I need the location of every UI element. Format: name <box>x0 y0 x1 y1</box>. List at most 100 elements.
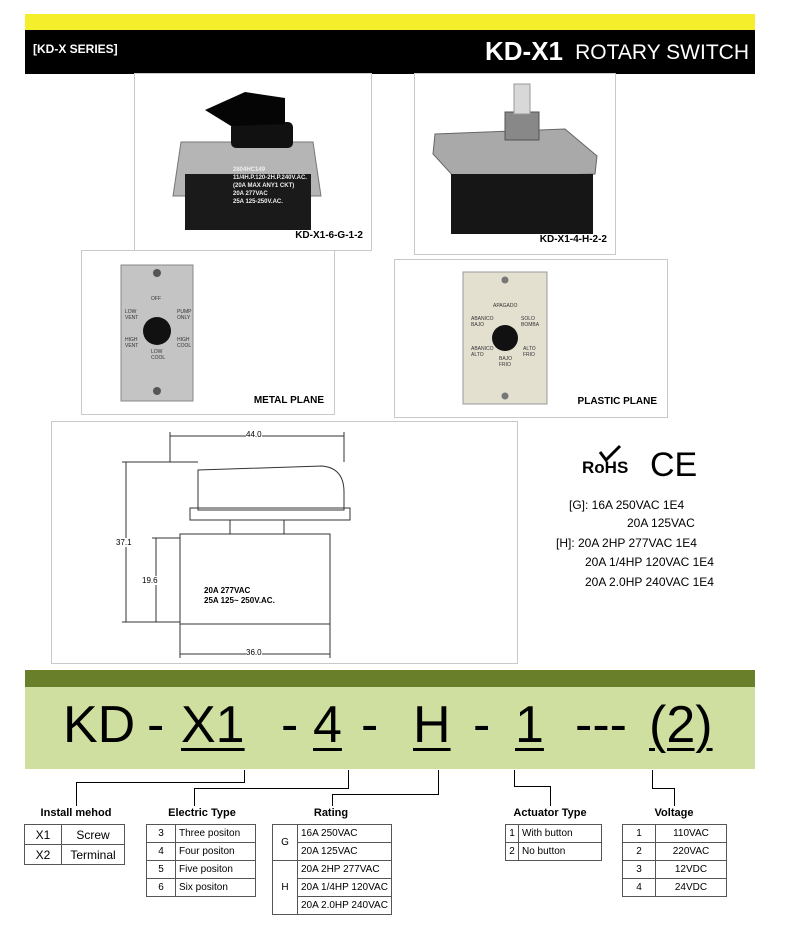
product-kind: ROTARY SWITCH <box>575 41 749 64</box>
label-line: 11/4H.P.120-2H.P.240V.AC. <box>233 175 307 181</box>
connector-line <box>674 788 675 806</box>
connector-line <box>348 770 349 788</box>
table-cell: 2 <box>622 842 656 861</box>
label-line: (20A MAX ANY1 CKT) <box>233 183 295 189</box>
dial-label: SOLO BOMBA <box>521 316 540 328</box>
dim-body: 19.6 <box>142 576 158 585</box>
cert-line: 20A 125VAC <box>627 516 695 530</box>
rotary-switch-knob-image <box>172 92 322 230</box>
dial-label: LOW COOL <box>151 349 166 361</box>
connector-line <box>194 788 195 806</box>
connector-line <box>76 782 77 806</box>
table-cell: Terminal <box>61 844 125 865</box>
connector-line <box>514 786 550 787</box>
table-cell: X2 <box>24 844 62 865</box>
label-line: 2804HC149 <box>233 167 266 173</box>
connector-line <box>514 770 515 786</box>
table-cell: Screw <box>61 824 125 845</box>
table-cell: 110VAC <box>655 824 727 843</box>
dial-label: APAGADO <box>493 303 518 309</box>
code-stripe <box>25 670 755 687</box>
rotary-switch-shaft-image <box>432 83 598 234</box>
connector-line <box>332 794 333 806</box>
connector-line <box>244 770 245 782</box>
table-row: X2 Terminal <box>24 844 125 865</box>
table-cell: 20A 125VAC <box>297 842 392 861</box>
voltage-title: Voltage <box>654 807 694 819</box>
series-label: [KD-X SERIES] <box>33 42 118 56</box>
table-cell: 16A 250VAC <box>297 824 392 843</box>
ordering-code: KD - X1 - 4 - H - 1 --- (2) <box>25 687 755 769</box>
dial-label: OFF <box>151 296 161 302</box>
dial-label: LOW VENT <box>125 309 139 321</box>
check-icon <box>598 444 622 463</box>
connector-line <box>332 794 439 795</box>
connector-line <box>652 788 674 789</box>
connector-line <box>76 782 245 783</box>
dial-label: HIGH VENT <box>125 337 139 349</box>
table-cell: 3 <box>146 824 176 843</box>
code-actuator: 1 <box>515 696 544 754</box>
photo-caption: METAL PLANE <box>253 395 324 406</box>
table-cell: H <box>272 860 298 915</box>
connector-line <box>550 786 551 806</box>
electric-title: Electric Type <box>168 807 236 819</box>
dimension-drawing: 44.0 37.1 19.6 36.0 20A 277VAC 25A 125~ … <box>51 421 518 664</box>
connector-line <box>652 770 653 788</box>
table-cell: No button <box>518 842 602 861</box>
dial-label: HIGH COOL <box>177 337 192 349</box>
table-row: 20A 2.0HP 240VAC <box>273 896 392 915</box>
actuator-title: Actuator Type <box>513 807 587 819</box>
table-cell: Five positon <box>175 860 256 879</box>
table-cell: 1 <box>622 824 656 843</box>
dim-top: 44.0 <box>246 430 262 439</box>
ce-mark: CE <box>650 446 698 484</box>
table-cell: 2 <box>505 842 519 861</box>
table-cell: 6 <box>146 878 176 897</box>
table-cell: 5 <box>146 860 176 879</box>
photo-kd-x1-6-g-1-2: 2804HC149 11/4H.P.120-2H.P.240V.AC. (20A… <box>134 73 372 251</box>
table-cell: 12VDC <box>655 860 727 879</box>
code-install: X1 <box>181 696 245 754</box>
code-dash: - <box>281 696 299 754</box>
photo-metal-plane: OFF LOW VENT PUMP ONLY HIGH VENT HIGH CO… <box>81 250 335 415</box>
code-dash: --- <box>575 696 627 754</box>
rohs-mark: RoHS <box>582 458 629 477</box>
cert-line: 20A 2.0HP 240VAC 1E4 <box>585 575 714 589</box>
rating-title: Rating <box>313 807 349 819</box>
cert-line: [G]: 16A 250VAC 1E4 <box>569 498 685 512</box>
photo-caption: KD-X1-6-G-1-2 <box>295 230 363 241</box>
table-cell: X1 <box>24 824 62 845</box>
table-cell: 20A 1/4HP 120VAC <box>297 878 392 897</box>
code-dash: - <box>361 696 379 754</box>
code-dash: - <box>147 696 165 754</box>
dial-label: PUMP ONLY <box>177 309 192 321</box>
table-row: X1 Screw <box>24 824 125 845</box>
cert-line: 20A 1/4HP 120VAC 1E4 <box>585 555 714 569</box>
table-cell: Four positon <box>175 842 256 861</box>
rating-line: 25A 125~ 250V.AC. <box>204 596 275 605</box>
switch-body-label: 2804HC149 11/4H.P.120-2H.P.240V.AC. (20A… <box>233 166 307 206</box>
dial-label: ALTO FRIO <box>523 346 536 358</box>
header-bar: [KD-X SERIES] KD-X1 ROTARY SWITCH <box>25 30 755 74</box>
table-cell: With button <box>518 824 602 843</box>
plastic-plate-image <box>462 271 548 405</box>
table-cell: Three positon <box>175 824 256 843</box>
cert-line: [H]: 20A 2HP 277VAC 1E4 <box>556 536 697 550</box>
rating-line: 20A 277VAC <box>204 586 251 595</box>
code-dash: - <box>473 696 491 754</box>
table-cell: Six positon <box>175 878 256 897</box>
